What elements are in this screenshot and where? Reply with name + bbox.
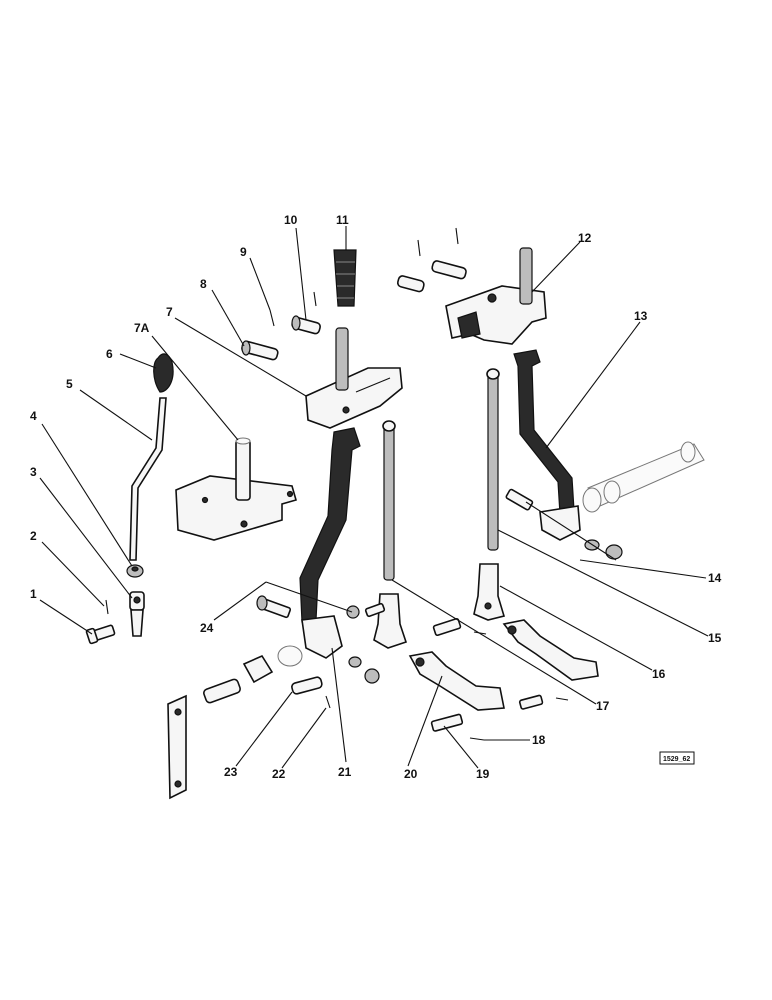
part-21-lever	[299, 427, 361, 659]
part-4-nut	[126, 564, 144, 578]
callout-7a: 7A	[134, 321, 150, 335]
callout-9: 9	[240, 245, 247, 259]
callout-14: 14	[708, 571, 722, 585]
part-13-lever	[513, 349, 581, 541]
part-24-bolt	[256, 595, 292, 619]
callout-13: 13	[634, 309, 648, 323]
part-9-split-pin	[269, 309, 275, 327]
callout-8: 8	[200, 277, 207, 291]
callout-18: 18	[532, 733, 546, 747]
part-3-clevis	[129, 591, 145, 637]
callout-6: 6	[106, 347, 113, 361]
callout-1: 1	[30, 587, 37, 601]
callout-3: 3	[30, 465, 37, 479]
callout-10: 10	[284, 213, 298, 227]
callout-22: 22	[272, 767, 286, 781]
part-16-fork	[473, 563, 506, 621]
reference-code: 1529_62	[663, 756, 690, 763]
callout-labels: 1 2 3 4 5 6 7 7A 8 9 10 11 12 13 14 15 1…	[30, 213, 722, 781]
callout-21: 21	[338, 765, 352, 779]
part-22-23-fasteners	[291, 676, 331, 709]
part-7a-bracket	[175, 437, 297, 541]
part-5-shift-rod	[129, 397, 167, 561]
callout-5: 5	[66, 377, 73, 391]
part-1-bolt	[85, 624, 116, 645]
callout-16: 16	[652, 667, 666, 681]
part-7-block	[305, 327, 403, 429]
part-12-pins	[396, 227, 467, 293]
callout-24: 24	[200, 621, 214, 635]
leader-lines	[39, 226, 709, 769]
callout-12: 12	[578, 231, 592, 245]
part-15-rod	[486, 368, 500, 551]
callout-19: 19	[476, 767, 490, 781]
part-rod-center	[373, 420, 408, 649]
callout-20: 20	[404, 767, 418, 781]
part-19-bolt	[430, 694, 544, 732]
part-shaft-assembly	[582, 441, 705, 513]
callout-23: 23	[224, 765, 238, 779]
part-12-block	[445, 247, 547, 345]
callout-11: 11	[336, 213, 349, 227]
part-11-sleeve	[333, 249, 357, 307]
part-10-pin	[291, 291, 321, 335]
callout-4: 4	[30, 409, 37, 423]
part-2-pin	[105, 599, 109, 615]
part-8-pin	[241, 340, 279, 361]
part-17-link	[502, 619, 599, 681]
callout-17: 17	[596, 699, 610, 713]
callout-2: 2	[30, 529, 37, 543]
part-18-pin	[469, 697, 569, 741]
part-6-knob	[153, 353, 174, 393]
part-lower-shaft	[167, 645, 303, 800]
reference-code-box: 1529_62	[659, 751, 695, 765]
part-21-hardware	[346, 602, 487, 684]
callout-7: 7	[166, 305, 173, 319]
part-20-link	[408, 651, 505, 711]
callout-15: 15	[708, 631, 722, 645]
